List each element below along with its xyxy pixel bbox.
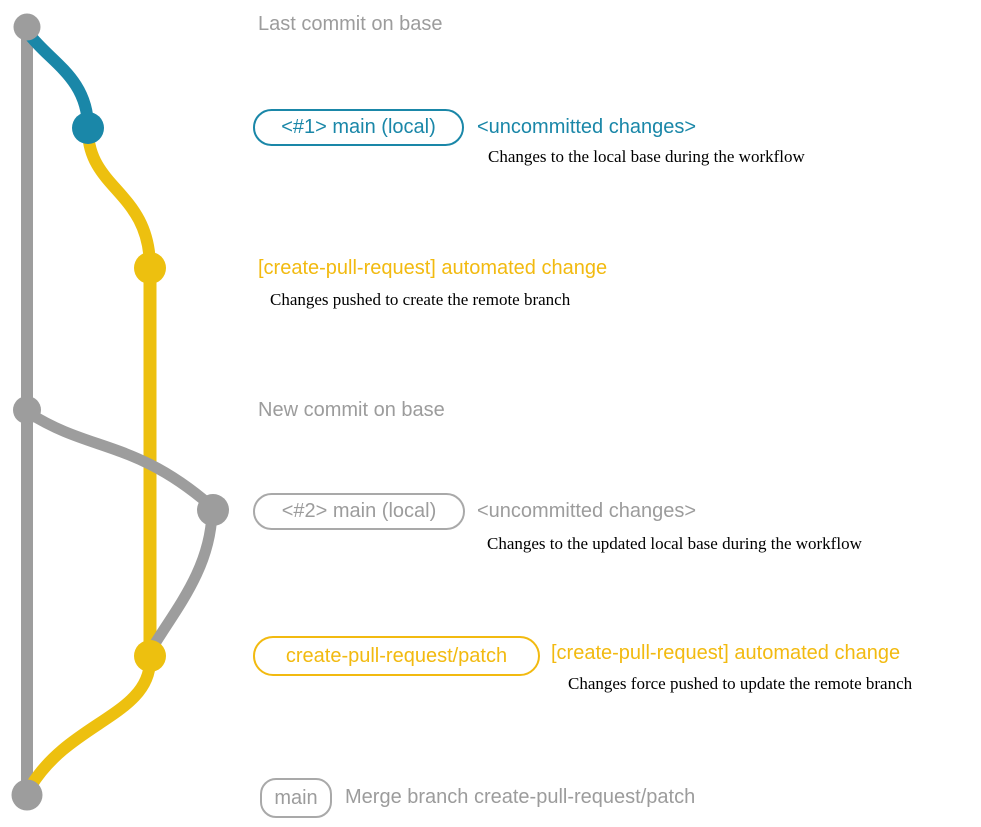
commit-node-merge: [11, 779, 43, 811]
merge-branch-label: Merge branch create-pull-request/patch: [345, 786, 696, 808]
last-commit-on-base-label: Last commit on base: [258, 13, 443, 35]
uncommitted-changes-1-label: <uncommitted changes>: [477, 116, 697, 138]
commit-node-main-local-2: [197, 494, 229, 526]
branch-badge-main-local-1: <#1> main (local): [253, 109, 464, 146]
uncommitted-changes-2-label: <uncommitted changes>: [477, 500, 697, 522]
merge-curve: [25, 654, 156, 792]
uncommitted-changes-2-caption: Changes to the updated local base during…: [487, 534, 862, 553]
branch-badge-create-pull-request-patch: create-pull-request/patch: [253, 636, 540, 676]
remote-branch-curve-top: [82, 126, 156, 274]
commit-node-new-base: [13, 396, 41, 424]
automated-change-1-caption: Changes pushed to create the remote bran…: [270, 290, 571, 309]
commit-node-automated-2: [134, 640, 166, 672]
main-local-2-branch-in-curve: [145, 507, 218, 656]
automated-change-2-caption: Changes force pushed to update the remot…: [568, 674, 913, 693]
branch-badge-main: main: [260, 778, 332, 818]
automated-change-1-label: [create-pull-request] automated change: [258, 257, 608, 279]
commit-node-main-local-1: [72, 112, 104, 144]
uncommitted-changes-1-caption: Changes to the local base during the wor…: [488, 147, 805, 166]
new-commit-on-base-label: New commit on base: [258, 399, 445, 421]
branch-badge-main-local-2: <#2> main (local): [253, 493, 465, 530]
commit-node-last-base: [13, 13, 41, 41]
automated-change-2-label: [create-pull-request] automated change: [551, 642, 901, 664]
main-local-branch-curve: [23, 28, 94, 134]
commit-node-automated-1: [134, 252, 166, 284]
main-local-2-branch-out-curve: [23, 407, 217, 512]
